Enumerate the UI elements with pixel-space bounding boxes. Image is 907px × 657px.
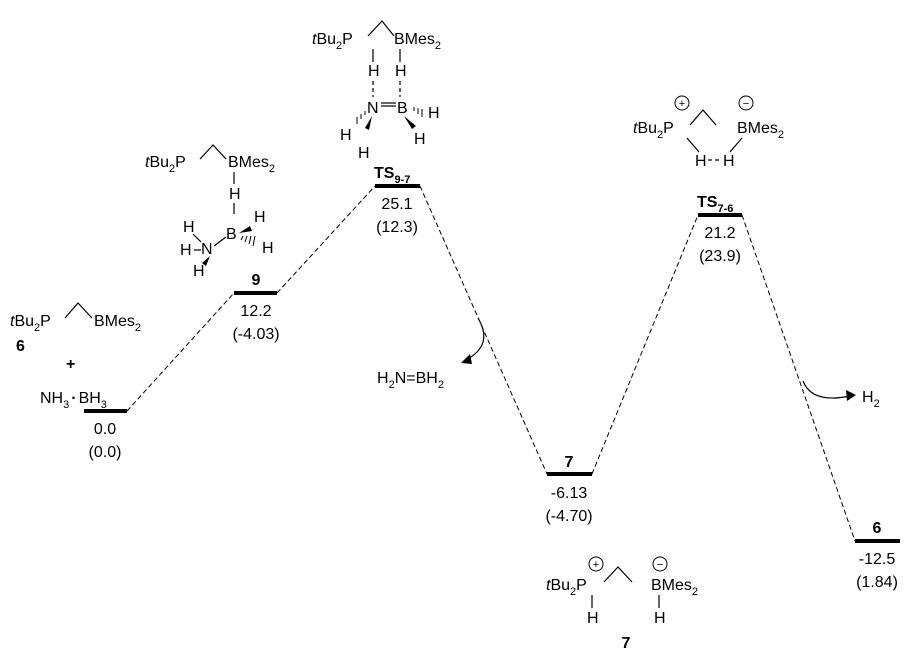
reactants-ch2-bond (64, 302, 93, 319)
energy-reactants: 0.0 (94, 421, 116, 438)
s7-label: 7 (622, 635, 631, 652)
byproduct-arrow-1 (465, 317, 485, 361)
reactants-bmes2: BMes2 (94, 313, 141, 334)
s7-plus-charge: + (593, 559, 599, 571)
byproduct-h2: H2 (862, 389, 880, 410)
s9-n: N (201, 241, 213, 258)
energy-alt-reactants: (0.0) (89, 444, 122, 461)
ts97-n-hash (356, 111, 366, 124)
ts97-h-n-left: H (340, 127, 352, 144)
ts76-p-h-bond (686, 137, 700, 153)
ts97-tbu2p: tBu2P (312, 31, 353, 52)
ts76-plus-charge: + (679, 98, 685, 110)
energy-alt-ts9-7: (12.3) (376, 219, 418, 236)
label-6-product: 6 (873, 520, 882, 537)
s7-ch2-bond (603, 566, 633, 583)
energy-alt-ts7-6: (23.9) (699, 248, 741, 265)
ts97-h-b-bottom: H (414, 131, 426, 148)
s7-tbu2p: tBu2P (546, 577, 587, 598)
energy-ts7-6: 21.2 (704, 225, 735, 242)
label-9: 9 (252, 272, 261, 289)
s7-bmes2: BMes2 (651, 577, 698, 598)
ts97-b-hash (413, 107, 423, 117)
s9-b-hash (240, 235, 256, 247)
connector-ts-7 (419, 185, 548, 475)
connector-ts-6 (741, 214, 856, 542)
s9-n-b-bond (213, 236, 227, 247)
s9-h-b-right-top: H (254, 209, 266, 226)
energy-9: 12.2 (240, 303, 271, 320)
s9-b: B (226, 226, 237, 243)
energy-alt-6-product: (1.84) (856, 574, 898, 591)
byproduct-h2nbh2: H2N=BH2 (377, 370, 444, 391)
structure-7: + − tBu2P BMes2 H H 7 (546, 556, 698, 652)
ts97-n-wedge (365, 116, 372, 130)
ts97-ch2-bond (367, 20, 395, 37)
structure-ts7-6: + − tBu2P BMes2 H H (633, 95, 784, 170)
ts97-h-on-p: H (368, 63, 380, 80)
energy-7: -6.13 (551, 485, 588, 502)
s7-plus-charge-circle (588, 556, 604, 572)
ts76-minus-charge: − (743, 98, 749, 110)
ts76-plus-charge-circle (674, 95, 690, 111)
energy-alt-9: (-4.03) (232, 326, 279, 343)
ts76-ch2-bond (689, 109, 717, 126)
ts97-h-b-right: H (428, 105, 440, 122)
ts97-n: N (367, 100, 379, 117)
connector-reactants-9 (126, 292, 235, 412)
structure-ts9-7: tBu2P BMes2 H H N B H H H H (312, 20, 441, 162)
ts76-tbu2p: tBu2P (633, 120, 674, 141)
s9-h-top: H (183, 219, 195, 236)
structure-reactants: tBu2P BMes2 6 + NH3·BH3 (10, 302, 141, 411)
s7-minus-charge: − (657, 559, 663, 571)
ts97-b: B (397, 100, 408, 117)
ts76-minus-charge-circle (738, 95, 754, 111)
ts76-h-left: H (695, 153, 707, 170)
s9-h-left: H (180, 242, 192, 259)
s9-n-wedge (202, 256, 210, 266)
ts97-bmes2: BMes2 (394, 31, 441, 52)
energy-ts9-7: 25.1 (381, 196, 412, 213)
energy-alt-7: (-4.70) (545, 508, 592, 525)
arrowhead-2 (846, 390, 856, 401)
byproduct-arrow-2 (802, 380, 851, 399)
reactants-plus: + (66, 356, 75, 373)
ts76-b-h-bond (729, 137, 743, 153)
s7-h-on-b: H (654, 610, 666, 627)
arrowhead-1 (461, 354, 472, 364)
label-7: 7 (565, 454, 574, 471)
energy-6-product: -12.5 (859, 551, 896, 568)
reactants-label-6: 6 (16, 338, 25, 355)
s9-h-b-right-bottom: H (262, 240, 274, 257)
connector-7-ts (591, 214, 699, 475)
s9-n-h-top-bond (192, 233, 202, 243)
connector-9-ts (276, 185, 376, 294)
ts76-h-right: H (723, 153, 735, 170)
s9-h-bottom: H (193, 263, 205, 280)
ts97-h-on-b: H (395, 63, 407, 80)
s7-h-on-p: H (587, 610, 599, 627)
s9-bridge-h: H (229, 186, 241, 203)
s9-ch2-bond (199, 144, 227, 160)
reactants-tbu2p: tBu2P (10, 313, 51, 334)
label-ts9-7: TS9-7 (374, 165, 410, 186)
ts97-b-wedge (404, 116, 416, 129)
s9-tbu2p: tBu2P (145, 154, 186, 175)
structure-9: tBu2P BMes2 H H N H H B H H (145, 144, 275, 280)
label-ts7-6: TS7-6 (697, 194, 733, 215)
ts76-bmes2: BMes2 (737, 120, 784, 141)
s9-bmes2: BMes2 (228, 154, 275, 175)
ts97-h-n-bottom: H (358, 145, 370, 162)
s7-minus-charge-circle (652, 556, 668, 572)
s9-b-wedge (239, 226, 252, 233)
reactants-nh3bh3: NH3·BH3 (40, 390, 107, 411)
